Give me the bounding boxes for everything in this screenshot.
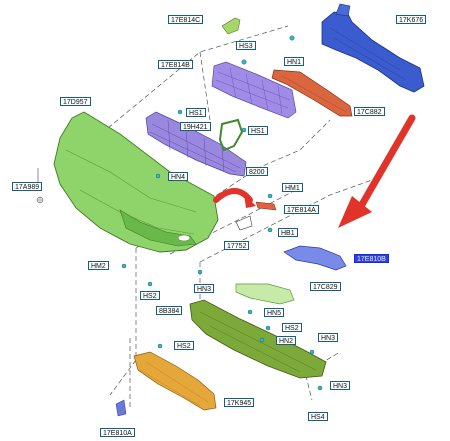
label-17e810b-highlighted[interactable]: 17E810B — [354, 254, 389, 263]
label-hs1-lower[interactable]: HS1 — [248, 126, 268, 135]
label-17c829[interactable]: 17C829 — [310, 282, 341, 291]
label-19h421[interactable]: 19H421 — [180, 122, 211, 131]
bracket-17e810b-part — [283, 245, 347, 271]
label-hn5[interactable]: HN5 — [264, 308, 285, 317]
label-17d957[interactable]: 17D957 — [60, 97, 91, 106]
label-hs1-upper[interactable]: HS1 — [186, 108, 206, 117]
label-17e814c[interactable]: 17E814C — [168, 15, 204, 24]
label-hn2[interactable]: HN2 — [276, 336, 297, 345]
label-8b384[interactable]: 8B384 — [156, 306, 183, 315]
label-17a989[interactable]: 17A989 — [12, 182, 43, 191]
clip-17a989-part — [36, 168, 44, 204]
bracket-17752-part — [235, 215, 253, 231]
label-hn3-middle[interactable]: HN3 — [194, 284, 215, 293]
bracket-19h421-part — [218, 118, 244, 152]
red-pointer-arrow — [338, 114, 416, 228]
label-17e814b[interactable]: 17E814B — [158, 60, 193, 69]
label-hn3-right-lower[interactable]: HN3 — [330, 381, 351, 390]
bumper-beam-part — [321, 3, 425, 93]
label-hs4[interactable]: HS4 — [308, 412, 328, 421]
absorber-part — [271, 69, 353, 117]
label-17752[interactable]: 17752 — [224, 241, 250, 250]
label-17k676[interactable]: 17K676 — [396, 15, 427, 24]
bracket-17e810a-part — [115, 399, 127, 417]
red-curved-arrow — [213, 188, 256, 208]
undertray-part — [189, 299, 327, 379]
upper-grille-part — [211, 61, 297, 119]
label-hm2[interactable]: HM2 — [88, 261, 109, 270]
bracket-17e814a-part — [255, 201, 277, 211]
label-17k945[interactable]: 17K945 — [224, 398, 255, 407]
label-hs2-right[interactable]: HS2 — [282, 323, 302, 332]
label-8200[interactable]: 8200 — [246, 167, 268, 176]
bracket-17e814c-part — [221, 17, 241, 35]
label-hs2-left[interactable]: HS2 — [140, 291, 160, 300]
splash-shield-part — [133, 351, 217, 411]
label-hm1[interactable]: HM1 — [282, 183, 303, 192]
lower-grille-part — [145, 111, 247, 177]
trim-17c829-part — [235, 283, 295, 305]
label-17e810a[interactable]: 17E810A — [100, 428, 135, 437]
label-hs3[interactable]: HS3 — [236, 41, 256, 50]
label-hn1[interactable]: HN1 — [284, 57, 305, 66]
label-hn3-right-upper[interactable]: HN3 — [318, 333, 339, 342]
bumper-cover-part — [53, 111, 219, 253]
label-17e814a[interactable]: 17E814A — [284, 205, 319, 214]
fasteners — [121, 35, 323, 391]
label-hs2-lower[interactable]: HS2 — [174, 341, 194, 350]
label-17c882[interactable]: 17C882 — [354, 107, 385, 116]
label-hb1[interactable]: HB1 — [278, 228, 298, 237]
label-hn4[interactable]: HN4 — [168, 172, 189, 181]
